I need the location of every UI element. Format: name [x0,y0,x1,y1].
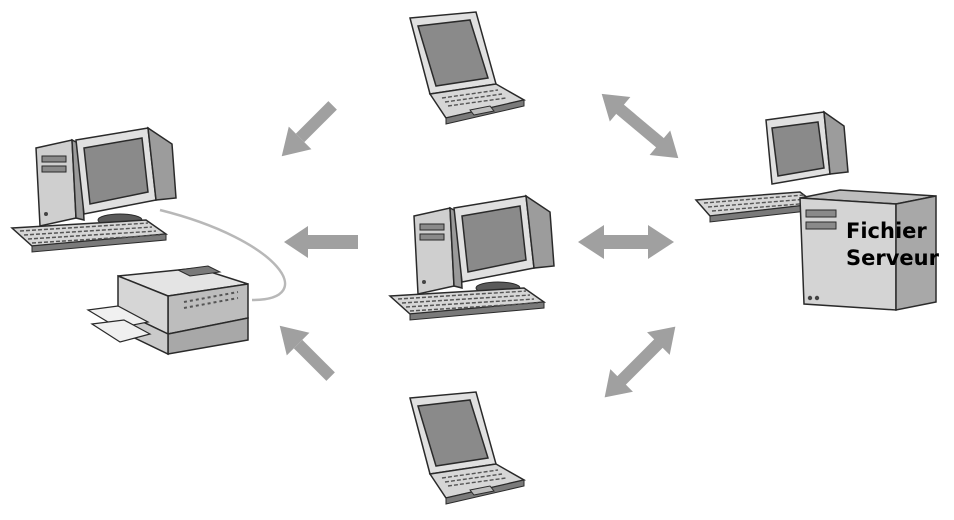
server-tower-icon [694,110,937,311]
arrow-middle-left [284,226,358,258]
laptop-icon [409,391,525,505]
arrow-bottom-right-double [604,326,676,398]
server-label-line1: Fichier [846,219,927,243]
desktop-computer-icon [389,195,555,321]
printer-icon [86,265,249,356]
laptop-icon [409,11,525,125]
printer-cable [159,208,287,302]
arrow-top-right-double [601,93,679,159]
arrow-middle-right-double [578,225,674,259]
server-label-line2: Serveur [846,246,939,270]
arrow-top-left [281,101,337,157]
file-server-label: Fichier Serveur [846,218,939,272]
arrow-bottom-left [279,325,335,381]
connection-arrows [279,93,679,398]
desktop-computer-icon [11,127,177,253]
